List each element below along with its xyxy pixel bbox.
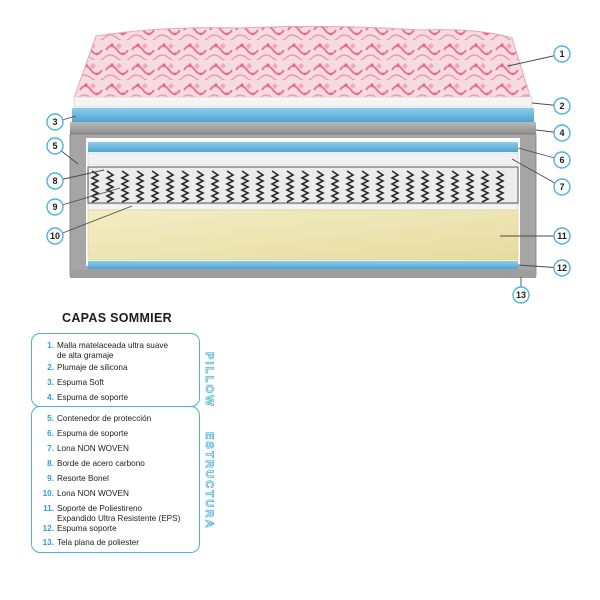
spring-coil [240,170,250,203]
callout-leader [54,205,133,237]
spring-coil [375,170,385,203]
legend-item: 2.Plumaje de silicona [47,363,128,372]
spring-coil [345,170,355,203]
legend-item: 8.Borde de acero carbono [47,459,145,468]
callout-circle [46,227,64,245]
callout-circle [553,151,571,169]
spring-coil [165,170,175,203]
callout-number: 9 [52,202,57,212]
spring-coil [420,170,430,203]
layer-non-woven-top [87,152,519,166]
callout-number: 5 [52,141,57,151]
group-label-estructura: ESTRUCTURA [203,432,216,531]
layer-support-foam-top [70,122,536,134]
spring-coil [180,170,190,203]
spring-coil [225,170,235,203]
callout-leader [507,53,563,67]
spring-coil [495,170,505,203]
callout-number: 3 [52,117,57,127]
callout-circle [553,178,571,196]
spring-coil [360,170,370,203]
legend-item: 10.Lona NON WOVEN [42,489,129,498]
callout-number: 8 [52,176,57,186]
spring-coil [480,170,490,203]
spring-coil [270,170,280,203]
legend-estructura-box: 5.Contenedor de protección 6.Espuma de s… [31,406,200,553]
callout-circle [553,124,571,142]
layer-support-foam [88,142,518,152]
callout-circle [512,286,530,304]
legend-item: 12.Espuma soporte [42,524,117,533]
diagram-title: CAPAS SOMMIER [62,311,172,325]
legend-item: 5.Contenedor de protección [47,414,152,423]
layer-bottom-fabric [70,270,536,278]
spring-coil [135,170,145,203]
callout-number: 10 [50,231,60,241]
callout-number: 11 [557,231,567,241]
spring-coil [105,170,115,203]
callout-number: 4 [559,128,564,138]
spring-coil [210,170,220,203]
layer-non-woven-bottom [87,203,519,211]
callout-number: 2 [559,101,564,111]
spring-coil [300,170,310,203]
callout-leader [54,187,121,208]
spring-coil [195,170,205,203]
callout-circle [553,259,571,277]
spring-coil [450,170,460,203]
callout-leader [511,158,563,188]
callout-number: 1 [559,49,564,59]
layer-bonnell-springs [87,166,519,204]
legend-item: 7.Lona NON WOVEN [47,444,129,453]
legend-item: 4.Espuma de soporte [47,393,129,402]
legend-item: 3.Espuma Soft [47,378,104,387]
spring-coil [90,170,100,203]
spring-coil [285,170,295,203]
callout-circle [46,198,64,216]
callout-circle [46,172,64,190]
callout-number: 6 [559,155,564,165]
legend-item: 6.Espuma de soporte [47,429,129,438]
callout-circle [553,45,571,63]
spring-coil [390,170,400,203]
callout-circle [46,137,64,155]
callout-number: 12 [557,263,567,273]
legend-item: 13.Tela plana de poliester [42,538,139,547]
legend-item: 9.Resorte Bonel [47,474,109,483]
callout-number: 7 [559,182,564,192]
layer-silicone [73,96,533,108]
group-label-pillow: PILLOW [203,352,216,409]
spring-coil [405,170,415,203]
callout-circle [46,113,64,131]
spring-coil [465,170,475,203]
spring-coil [120,170,130,203]
spring-coil [435,170,445,203]
spring-coil [150,170,160,203]
layer-quilted-top [73,25,531,103]
spring-coil [315,170,325,203]
spring-coil [255,170,265,203]
layer-soft-foam [72,108,534,122]
callout-circle [553,97,571,115]
callout-number: 13 [516,290,526,300]
layer-eps [87,209,519,261]
callout-circle [553,227,571,245]
layer-support-foam-bottom [88,261,518,269]
spring-coil [330,170,340,203]
